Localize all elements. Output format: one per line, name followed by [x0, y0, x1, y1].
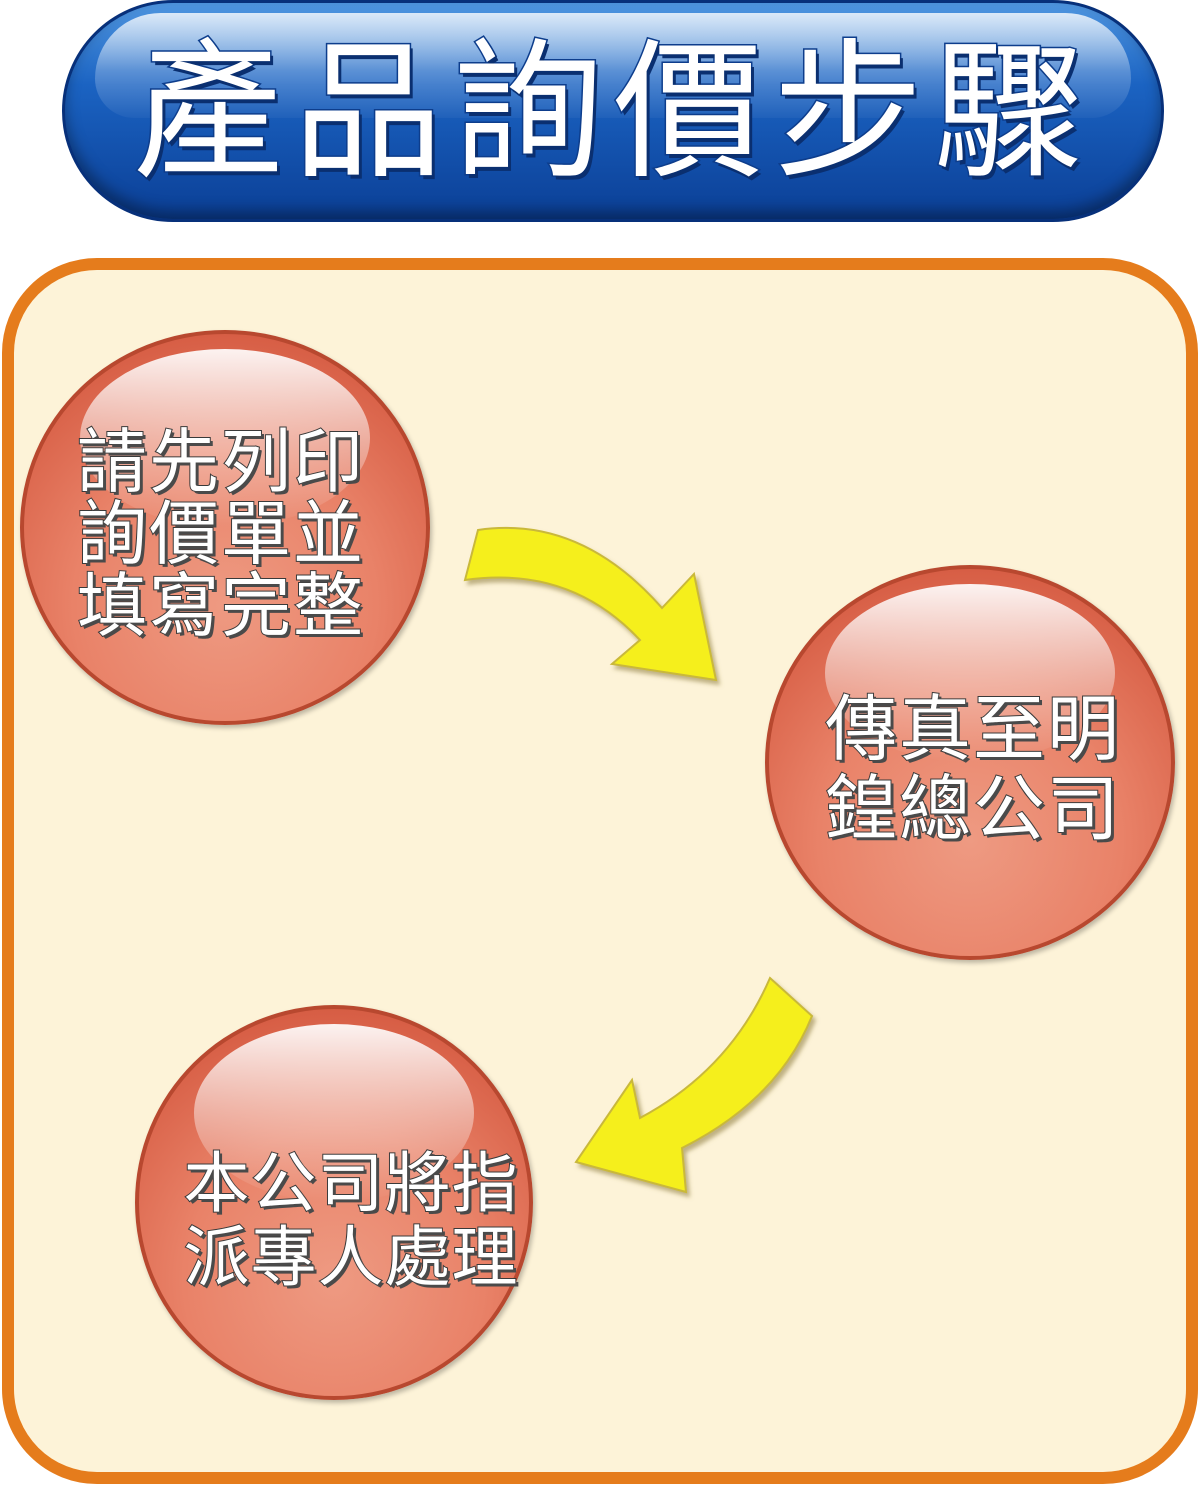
- title-banner: 產品詢價步驟: [62, 0, 1164, 222]
- step-3-circle: 本公司將指 派專人處理: [135, 1005, 533, 1400]
- step-2-circle: 傳真至明 鍠總公司: [765, 565, 1175, 960]
- page-title: 產品詢價步驟: [131, 25, 1093, 202]
- title-gloss: [95, 13, 1131, 118]
- step-1-label: 請先列印 詢價單並 填寫完整: [76, 421, 365, 647]
- circle-shine: [193, 1024, 475, 1203]
- circle-shine: [80, 349, 370, 528]
- circle-shine: [825, 584, 1115, 763]
- arrow-step1-to-step2: [463, 526, 718, 682]
- step-2-label: 傳真至明 鍠總公司: [824, 687, 1121, 851]
- arrow-step2-to-step3: [574, 976, 814, 1194]
- step-1-circle: 請先列印 詢價單並 填寫完整: [20, 330, 430, 725]
- step-3-label: 本公司將指 派專人處理: [183, 1145, 519, 1296]
